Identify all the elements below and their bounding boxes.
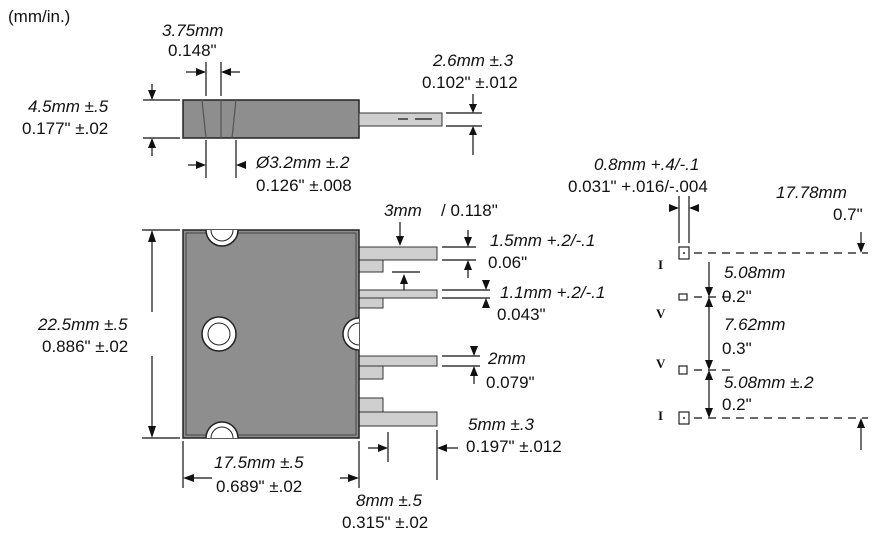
top-view: 3.75mm 0.148" 4.5mm ±.5 0.177" ±.02 2.6m…: [22, 21, 518, 195]
front-height-in: 0.886" ±.02: [42, 337, 128, 356]
total-pitch-mm: 17.78mm: [776, 183, 847, 202]
front-lead-3: [354, 355, 438, 367]
top-view-body: [182, 99, 360, 139]
front-width-mm: 17.5mm ±.5: [214, 453, 304, 472]
front-lead-width-mm: 3mm: [384, 201, 422, 220]
spacing-1-mm: 5.08mm: [724, 263, 785, 282]
top-hole-in: 0.126" ±.008: [256, 176, 352, 195]
front-lead-tip-in: 0.197" ±.012: [466, 437, 562, 456]
front-lead-w2-in: 0.043": [497, 305, 546, 324]
front-lead-w1-mm: 1.5mm +.2/-.1: [490, 231, 595, 250]
top-width-in: 0.148": [168, 41, 217, 60]
top-width-mm: 3.75mm: [162, 21, 223, 40]
spacing-2-in: 0.3": [722, 339, 752, 358]
mounting-hole: [201, 316, 237, 352]
pin-width-in: 0.031" +.016/-.004: [568, 177, 708, 196]
pin-3: [678, 365, 688, 375]
spacing-1-in: 0.2": [722, 287, 752, 306]
spacing-3-in: 0.2": [722, 395, 752, 414]
total-pitch-in: 0.7": [833, 205, 863, 224]
front-view-body: [182, 229, 360, 439]
front-lead-w1-in: 0.06": [488, 253, 527, 272]
pin-2: [678, 293, 688, 301]
units-label: (mm/in.): [8, 7, 70, 26]
front-view: 22.5mm ±.5 0.886" ±.02 17.5mm ±.5 0.689"…: [36, 201, 605, 532]
spacing-3-mm: 5.08mm ±.2: [724, 373, 814, 392]
pin-label-4: I: [658, 408, 663, 423]
front-lead-2: [354, 289, 438, 299]
pin-label-1: I: [658, 257, 663, 272]
front-lead-4: [354, 411, 438, 427]
top-lead-in: 0.102" ±.012: [422, 73, 518, 92]
top-lead-mm: 2.6mm ±.3: [432, 51, 514, 70]
pin-width-mm: 0.8mm +.4/-.1: [594, 155, 699, 174]
front-lead-tip-mm: 5mm ±.3: [468, 415, 535, 434]
front-lead-w2-mm: 1.1mm +.2/-.1: [500, 283, 605, 302]
pin-label-3: V: [656, 356, 666, 371]
top-hole-mm: Ø3.2mm ±.2: [255, 153, 350, 172]
front-lead-1: [354, 246, 438, 261]
front-lead-width-in: / 0.118": [441, 201, 498, 220]
front-height-mm: 22.5mm ±.5: [37, 315, 128, 334]
front-lead-len-mm: 8mm ±.5: [356, 491, 423, 510]
front-lead-len-in: 0.315" ±.02: [342, 513, 428, 532]
front-lead-w3-in: 0.079": [486, 373, 535, 392]
pin-label-2: V: [656, 306, 666, 321]
top-height-mm: 4.5mm ±.5: [28, 97, 109, 116]
top-height-in: 0.177" ±.02: [22, 119, 108, 138]
spacing-2-mm: 7.62mm: [724, 315, 785, 334]
front-width-in: 0.689" ±.02: [216, 477, 302, 496]
front-lead-w3-mm: 2mm: [487, 349, 526, 368]
pin-view: I V V I 0.8mm +.4/-.1 0.031" +.016/-.004…: [568, 155, 868, 450]
